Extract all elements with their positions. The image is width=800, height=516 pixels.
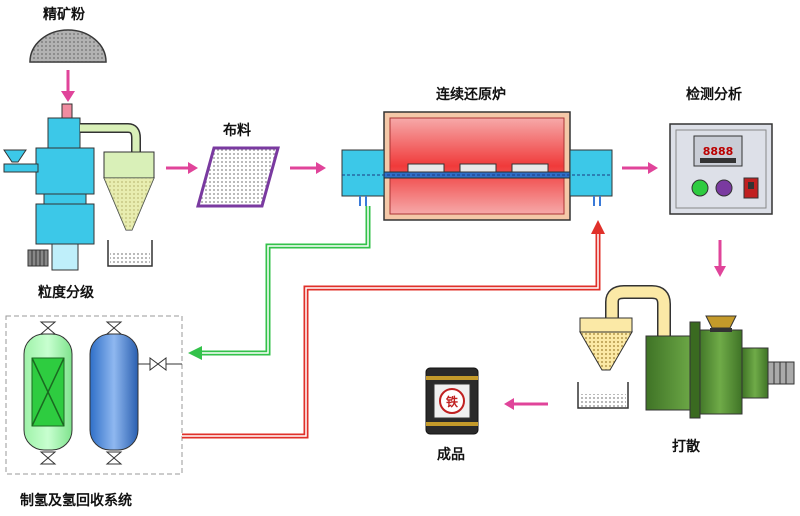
grading-equipment [3,103,155,271]
arrow-grading-to-spreading [166,162,198,174]
purple-button-icon [715,179,733,197]
arrow-spreading-to-furnace [290,162,326,174]
green-button-icon [691,179,709,197]
hydrogen-return-line [182,220,605,439]
label-product: 成品 [437,447,465,463]
label-hydrogen-system: 制氢及氢回收系统 [20,493,132,509]
analysis-instrument: 8888 [669,123,773,215]
label-dispersing: 打散 [672,439,700,455]
spreading-tray [196,146,280,208]
arrow-furnace-to-analysis [622,162,658,174]
hydrogen-supply-line [188,206,371,360]
label-furnace: 连续还原炉 [436,87,506,103]
label-grading: 粒度分级 [38,285,94,301]
hydrogen-system [5,315,183,475]
label-analysis: 检测分析 [686,87,742,103]
product-barrel: 铁 [425,367,479,435]
label-spreading: 布料 [223,123,251,139]
display-readout: 8888 [703,145,734,158]
iron-mark: 铁 [446,394,458,409]
concentrate-pile-icon [29,29,107,63]
arrow-concentrate-to-grading [61,70,75,102]
dispersing-machine [577,285,795,419]
arrow-dispersing-to-product [504,398,548,410]
label-concentrate: 精矿粉 [43,7,85,23]
reduction-furnace [341,111,613,221]
arrow-analysis-to-dispersing [714,240,726,277]
